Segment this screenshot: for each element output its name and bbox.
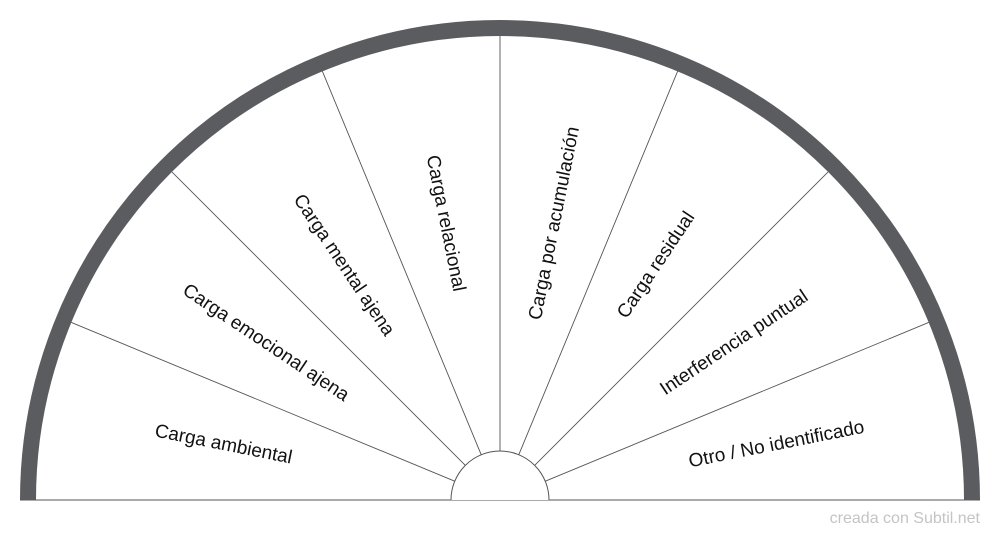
segment-divider: [534, 171, 829, 466]
segment-divider: [518, 71, 679, 455]
segment-divider: [171, 171, 466, 466]
segment-divider: [321, 71, 482, 455]
segment-label: Carga residual: [613, 208, 699, 322]
segment-divider: [71, 321, 455, 482]
dividers: [71, 36, 929, 482]
outer-rim: [20, 20, 980, 501]
center-hub: [450, 450, 550, 501]
segment-label: Interferencia puntual: [656, 286, 812, 400]
segment-label: Carga mental ajena: [289, 190, 399, 340]
segment-label: Carga emocional ajena: [179, 280, 353, 406]
footer-credit: creada con Subtil.net: [829, 510, 980, 527]
segment-label: Carga por acumulación: [525, 125, 584, 322]
segment-divider: [545, 321, 929, 482]
segment-label: Carga ambiental: [153, 421, 294, 469]
segment-label: Otro / No identificado: [687, 417, 866, 472]
segment-label: Carga relacional: [422, 153, 470, 293]
